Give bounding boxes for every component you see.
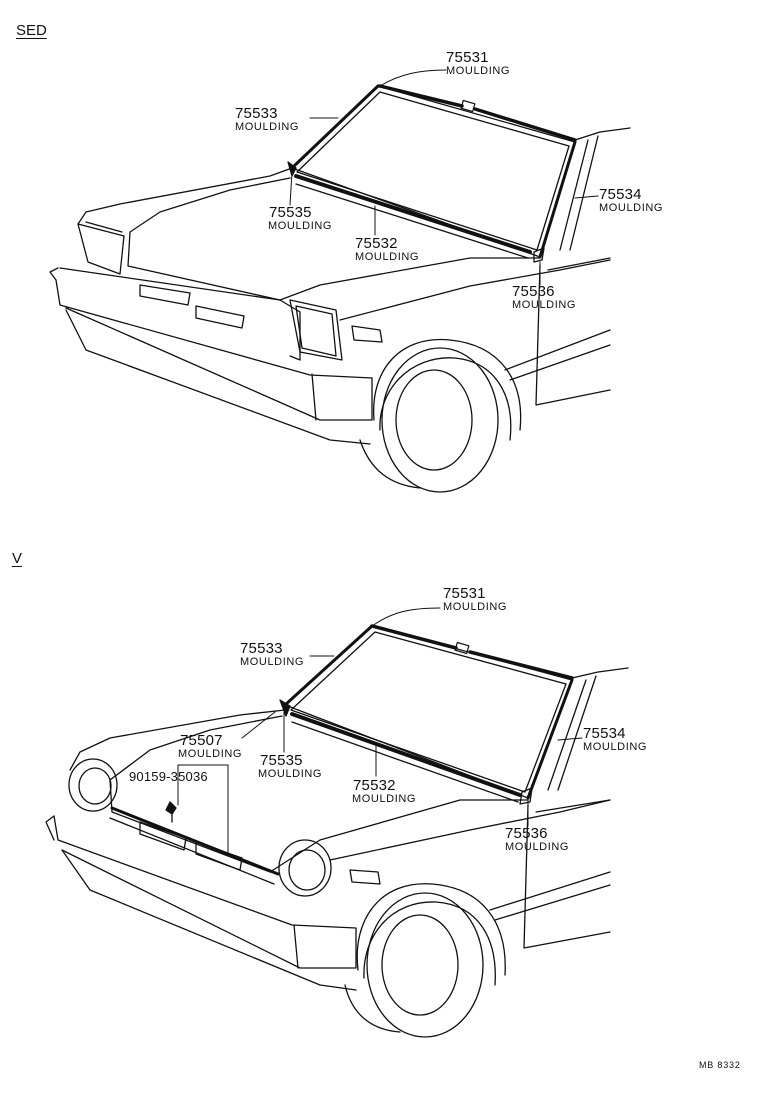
callout-number: 75535 xyxy=(260,752,303,769)
callout-number: 75507 xyxy=(180,732,223,749)
callout-number: 75534 xyxy=(583,725,626,742)
callout-number: 75532 xyxy=(353,777,396,794)
callout-number: 75534 xyxy=(599,186,642,203)
callout-number: 75533 xyxy=(235,105,278,122)
callout-number: 75532 xyxy=(355,235,398,252)
van-car-drawing xyxy=(45,624,629,1038)
callout-number: 75535 xyxy=(269,204,312,221)
section-label-v: V xyxy=(12,550,23,567)
callout-number: 75536 xyxy=(512,283,555,300)
section-label-sed: SED xyxy=(16,22,47,39)
callout-name: MOULDING xyxy=(235,121,300,133)
callout-name: MOULDING xyxy=(355,251,420,263)
callout-name: MOULDING xyxy=(599,202,664,214)
callout-name: MOULDING xyxy=(443,601,508,613)
callout-name: MOULDING xyxy=(268,220,333,232)
callout-name: MOULDING xyxy=(512,299,577,311)
callout-number: 75533 xyxy=(240,640,283,657)
callout-name: MOULDING xyxy=(505,841,570,853)
callout-name: MOULDING xyxy=(258,768,323,780)
callout-name: MOULDING xyxy=(352,793,417,805)
callout-number: 75531 xyxy=(443,585,486,602)
callout-name: MOULDING xyxy=(178,748,243,760)
sedan-leader-lines xyxy=(289,69,599,286)
callout-name: MOULDING xyxy=(240,656,305,668)
sedan-car-drawing xyxy=(49,84,631,493)
van-leader-lines xyxy=(177,607,583,853)
callout-name: MOULDING xyxy=(583,741,648,753)
callout-number: 75531 xyxy=(446,49,489,66)
callout-name: MOULDING xyxy=(446,65,511,77)
callout-number: 90159-35036 xyxy=(129,769,208,784)
drawing-reference-code: MB 8332 xyxy=(699,1060,741,1070)
callout-number: 75536 xyxy=(505,825,548,842)
